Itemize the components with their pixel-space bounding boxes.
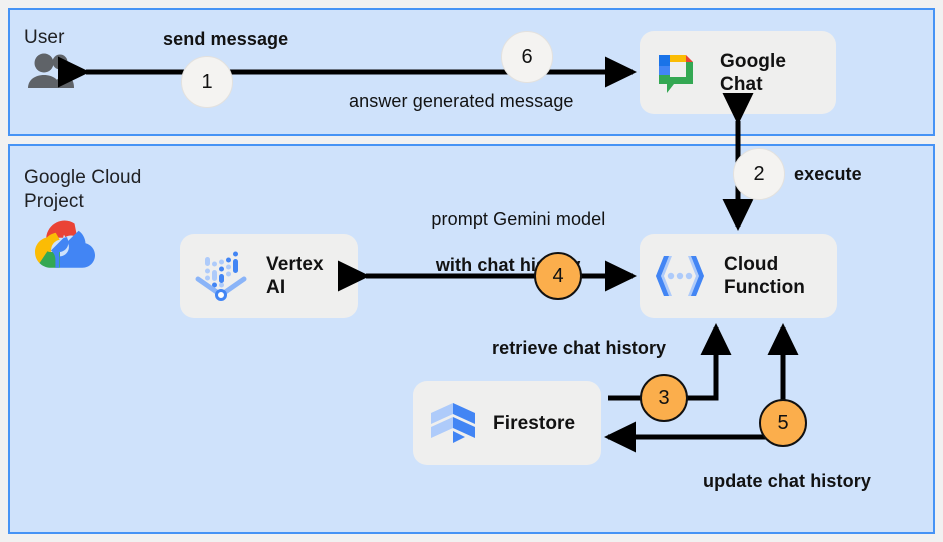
cloud-function-card[interactable]: Cloud Function	[640, 234, 837, 318]
google-cloud-icon	[34, 219, 102, 277]
label-prompt-line1: prompt Gemini model	[431, 209, 606, 229]
vertex-ai-label: Vertex AI	[266, 254, 324, 298]
step-badge-4: 4	[534, 252, 582, 300]
label-update-chat-history: update chat history	[703, 471, 871, 491]
firestore-label: Firestore	[493, 412, 576, 434]
firestore-card[interactable]: Firestore	[413, 381, 601, 465]
vertex-ai-icon	[192, 247, 250, 305]
label-prompt-gemini: prompt Gemini model with chat history	[411, 185, 605, 323]
step-badge-2: 2	[733, 148, 785, 200]
vertex-ai-card[interactable]: Vertex AI	[180, 234, 358, 318]
step-badge-1: 1	[181, 56, 233, 108]
cloud-function-icon	[652, 248, 708, 304]
firestore-icon	[427, 397, 479, 449]
cloud-function-label: Cloud Function	[724, 254, 806, 298]
google-chat-card[interactable]: Google Chat	[640, 31, 836, 114]
label-answer-generated-message: answer generated message	[349, 91, 574, 111]
step-badge-6: 6	[501, 31, 553, 83]
step-badge-3: 3	[640, 374, 688, 422]
label-execute: execute	[794, 164, 862, 184]
google-chat-label: Google Chat	[720, 50, 787, 95]
user-panel-label: User	[24, 27, 65, 48]
label-send-message: send message	[163, 29, 289, 49]
google-chat-icon	[654, 48, 704, 98]
step-badge-5: 5	[759, 399, 807, 447]
label-retrieve-chat-history: retrieve chat history	[492, 338, 667, 358]
google-cloud-panel-label: Google Cloud Project	[24, 167, 142, 212]
people-icon	[24, 52, 76, 92]
